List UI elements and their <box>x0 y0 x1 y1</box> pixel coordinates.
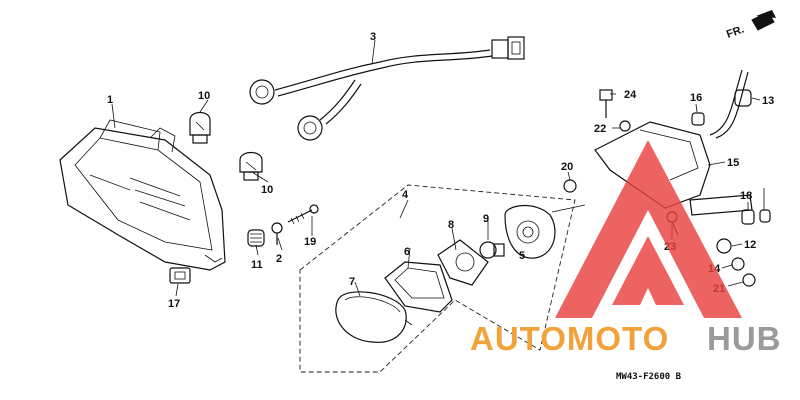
direction-label: FR. <box>725 23 746 40</box>
assembly-box <box>299 184 576 373</box>
label-24: 24 <box>624 89 637 101</box>
nut-12 <box>716 238 732 254</box>
label-11: 11 <box>251 259 263 271</box>
reflector-part <box>384 261 453 313</box>
label-4: 4 <box>402 189 409 201</box>
watermark-logo <box>555 140 742 318</box>
watermark-suffix: HUB <box>707 320 782 357</box>
label-10-upper: 10 <box>198 90 210 102</box>
label-1: 1 <box>107 94 113 106</box>
collar-18 <box>741 209 771 225</box>
watermark-text: AUTOMOTO HUB <box>470 320 782 357</box>
label-6: 6 <box>404 246 410 258</box>
label-17: 17 <box>168 298 180 310</box>
label-9: 9 <box>483 213 489 225</box>
washer-22 <box>619 120 631 132</box>
nut-20 <box>563 179 577 193</box>
label-13: 13 <box>762 95 774 107</box>
label-leaders <box>111 39 765 297</box>
nut-21 <box>742 273 756 287</box>
grommet-part <box>247 229 265 247</box>
grommet-16 <box>691 112 705 126</box>
bulb-part <box>479 241 505 259</box>
label-5: 5 <box>519 250 525 262</box>
label-10-lower: 10 <box>261 184 273 196</box>
front-direction-indicator: FR. <box>725 10 776 41</box>
bolt-24 <box>599 89 613 118</box>
lens-part <box>335 291 413 343</box>
label-20: 20 <box>561 161 573 173</box>
label-7: 7 <box>349 276 355 288</box>
label-8: 8 <box>448 219 454 231</box>
wire-harness <box>249 36 525 141</box>
label-19: 19 <box>304 236 316 248</box>
label-18: 18 <box>740 190 752 202</box>
diagram-code: MW43-F2600 B <box>616 372 682 382</box>
washer-14 <box>731 257 745 271</box>
socket-plate <box>504 204 586 259</box>
gasket-part <box>437 239 489 286</box>
label-16: 16 <box>690 92 702 104</box>
bulb-upper <box>189 111 211 144</box>
screw-part <box>271 222 283 245</box>
label-12: 12 <box>744 239 756 251</box>
clip-part <box>169 267 191 284</box>
taillight-housing <box>59 119 226 271</box>
grommet-13 <box>734 89 752 107</box>
watermark-prefix: AUTOMOTO <box>470 320 669 357</box>
label-2: 2 <box>276 253 282 265</box>
long-screw-part <box>287 204 319 225</box>
label-3: 3 <box>370 31 376 43</box>
label-22: 22 <box>594 123 606 135</box>
label-15: 15 <box>727 157 739 169</box>
